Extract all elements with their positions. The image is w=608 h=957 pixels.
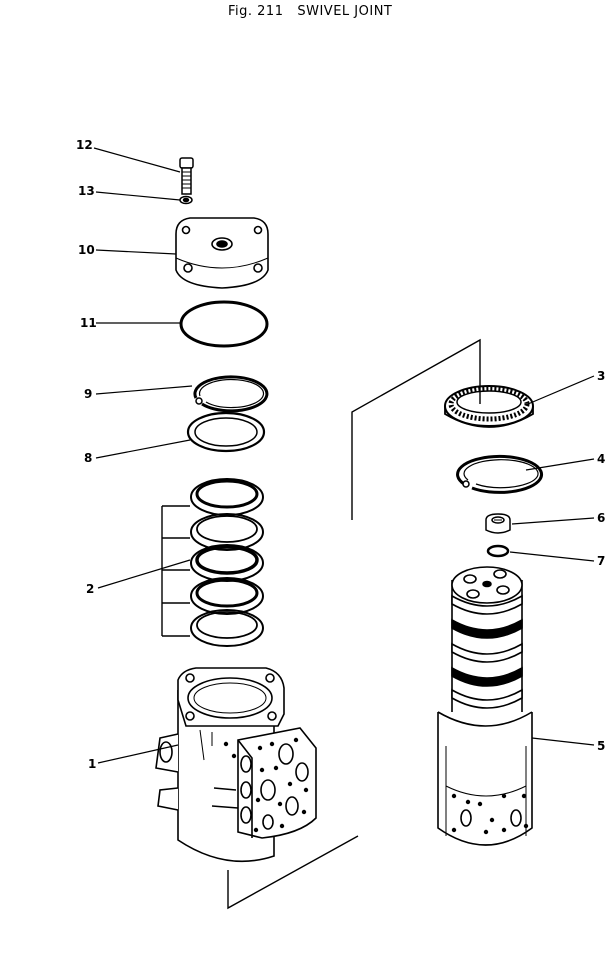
- part-12-bolt: [179, 157, 194, 195]
- part-5-swivel-shaft: [437, 566, 533, 846]
- leader-3: [527, 375, 595, 405]
- figure-title: Fig. 211 SWIVEL JOINT: [228, 4, 392, 19]
- callout-1: 1: [88, 757, 96, 771]
- leader-6: [511, 517, 595, 525]
- seal-ring: [190, 577, 264, 615]
- part-11-o-ring: [179, 300, 269, 348]
- leader-7: [509, 551, 595, 562]
- part-3-bearing-ring: [444, 385, 534, 428]
- part-8-ring: [186, 411, 266, 453]
- callout-7: 7: [597, 554, 605, 568]
- part-13-washer: [179, 195, 193, 205]
- seal-ring: [190, 609, 264, 647]
- callout-3: 3: [597, 369, 605, 383]
- leader-9: [95, 385, 193, 395]
- leader-12: [93, 147, 181, 173]
- callout-8: 8: [84, 451, 92, 465]
- seal-ring: [190, 478, 264, 516]
- part-2-bracket: [161, 505, 190, 637]
- part-7-o-ring: [486, 544, 510, 558]
- callout-2: 2: [86, 582, 94, 596]
- leader-lines: [93, 147, 595, 764]
- leader-10: [95, 249, 177, 255]
- leader-8: [95, 439, 191, 459]
- part-6-plug: [485, 513, 511, 534]
- part-9-snap-ring: [193, 375, 269, 413]
- callout-11: 11: [80, 316, 97, 330]
- callout-13: 13: [78, 184, 95, 198]
- assembly-bracket: [227, 338, 481, 910]
- part-2-seal-stack: [190, 478, 264, 647]
- leader-4: [525, 458, 595, 471]
- leader-13: [95, 191, 181, 201]
- part-4-snap-ring: [456, 454, 544, 494]
- part-10-cover: [175, 217, 269, 289]
- callout-10: 10: [78, 243, 95, 257]
- part-1-swivel-body: [155, 667, 317, 863]
- callout-9: 9: [84, 387, 92, 401]
- callout-6: 6: [597, 511, 605, 525]
- callout-12: 12: [76, 138, 93, 152]
- leader-2: [97, 559, 191, 589]
- leader-1: [97, 744, 179, 764]
- callout-4: 4: [597, 452, 605, 466]
- leader-5: [531, 737, 595, 746]
- callout-5: 5: [597, 739, 605, 753]
- seal-ring: [190, 513, 264, 551]
